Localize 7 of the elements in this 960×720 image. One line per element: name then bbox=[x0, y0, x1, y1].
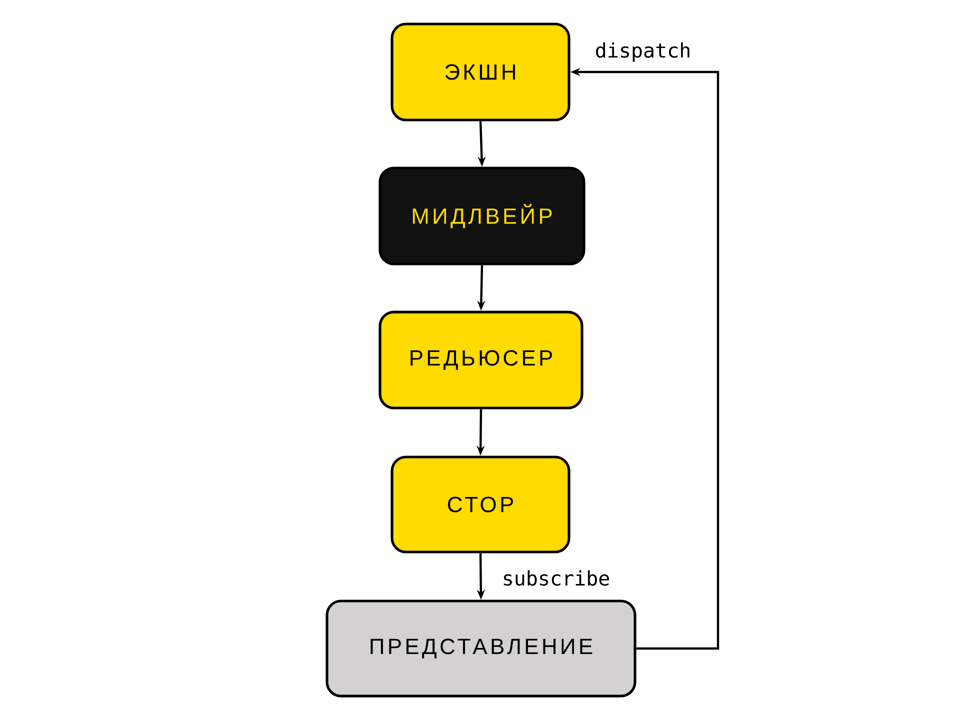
edge-label: dispatch bbox=[592, 40, 694, 64]
process-box: ПРЕДСТАВЛЕНИЕ bbox=[326, 600, 636, 698]
edge-label: subscribe bbox=[500, 568, 612, 588]
process-box: СТОР bbox=[390, 456, 570, 554]
process-box: РЕДЬЮСЕР bbox=[378, 310, 584, 410]
process-box: МИДЛВЕЙР bbox=[378, 166, 586, 266]
process-box: ЭКШН bbox=[390, 22, 570, 122]
